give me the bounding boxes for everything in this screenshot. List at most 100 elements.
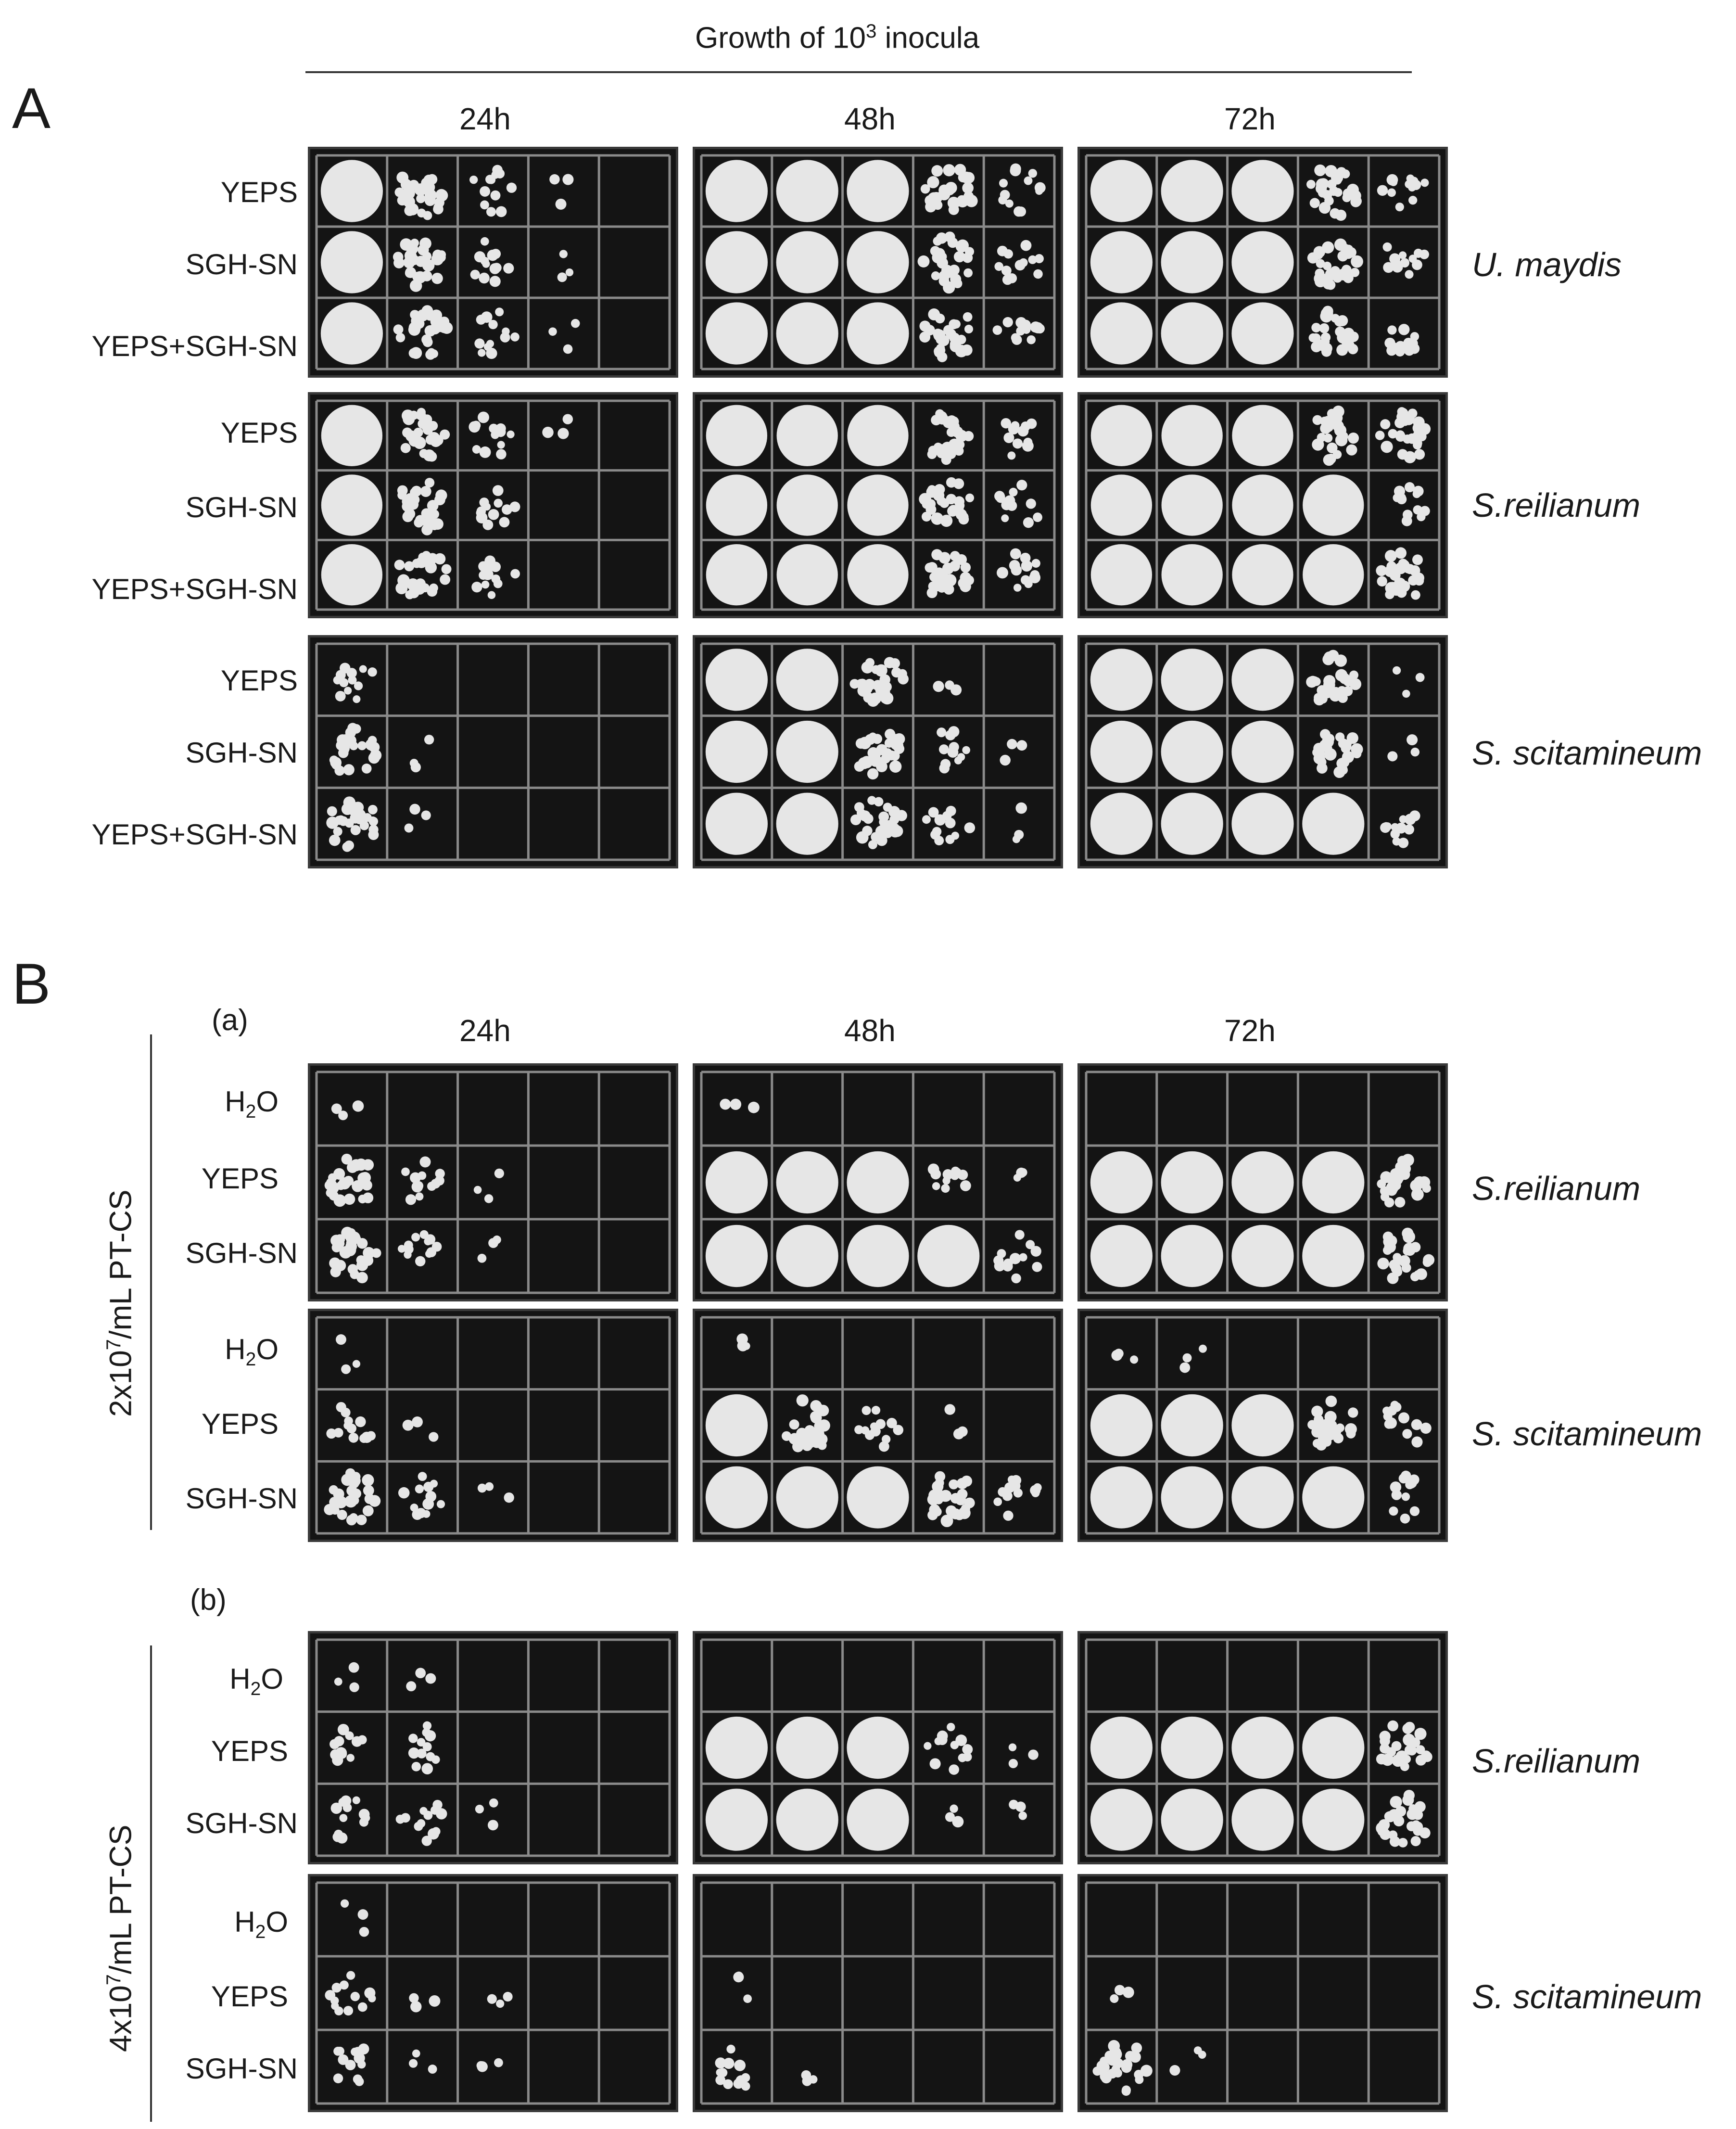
colony bbox=[950, 1493, 961, 1504]
colony bbox=[1405, 1480, 1415, 1490]
colony bbox=[1014, 829, 1024, 840]
colony bbox=[403, 256, 415, 268]
colony bbox=[855, 738, 866, 749]
agar-plate bbox=[693, 635, 1063, 868]
colony bbox=[359, 1172, 371, 1184]
colony bbox=[954, 756, 963, 765]
colony bbox=[411, 1233, 420, 1242]
colony bbox=[338, 2054, 349, 2065]
row-label-yeps: YEPS bbox=[220, 176, 298, 208]
colony bbox=[1410, 747, 1420, 757]
colony bbox=[1320, 332, 1331, 343]
colony bbox=[481, 580, 490, 589]
colony bbox=[1389, 570, 1401, 581]
colony bbox=[423, 1810, 433, 1820]
colony bbox=[1411, 1436, 1423, 1448]
colony bbox=[1024, 579, 1033, 588]
colony bbox=[927, 1163, 939, 1175]
colony-spot bbox=[1090, 1151, 1153, 1214]
colony bbox=[1306, 179, 1316, 189]
colony-spot bbox=[705, 1466, 768, 1529]
colony-spot bbox=[1231, 1224, 1294, 1288]
colony bbox=[395, 332, 405, 343]
colony bbox=[1035, 187, 1043, 195]
colony bbox=[488, 509, 499, 520]
colony bbox=[1016, 1167, 1026, 1178]
colony bbox=[1390, 1481, 1402, 1493]
colony bbox=[933, 329, 946, 342]
colony bbox=[424, 735, 434, 745]
figure-header: Growth of 103 inocula bbox=[695, 21, 979, 53]
colony bbox=[404, 1244, 414, 1254]
colony bbox=[431, 1179, 441, 1189]
agar-plate bbox=[1077, 1063, 1448, 1301]
colony bbox=[1384, 1241, 1396, 1253]
colony bbox=[1402, 1723, 1413, 1734]
h2o-sub: 2 bbox=[245, 1101, 256, 1122]
colony bbox=[1019, 258, 1028, 267]
colony bbox=[1352, 749, 1362, 759]
colony-spot bbox=[1090, 302, 1153, 365]
colony bbox=[1404, 482, 1415, 493]
colony bbox=[965, 493, 975, 502]
colony-spot bbox=[776, 405, 838, 466]
colony-spot bbox=[705, 792, 768, 855]
colony bbox=[1422, 1751, 1432, 1762]
colony bbox=[488, 319, 498, 330]
colony bbox=[431, 1827, 441, 1836]
agar-plate bbox=[693, 1063, 1063, 1301]
colony bbox=[329, 1485, 339, 1495]
colony bbox=[858, 757, 870, 769]
colony bbox=[441, 322, 453, 334]
colony bbox=[1387, 582, 1398, 592]
colony bbox=[402, 496, 413, 507]
colony bbox=[1419, 506, 1430, 516]
colony bbox=[368, 825, 379, 835]
colony bbox=[945, 835, 955, 844]
colony bbox=[1018, 1811, 1027, 1820]
colony bbox=[948, 204, 959, 215]
colony bbox=[1396, 587, 1407, 598]
colony bbox=[331, 1983, 342, 1993]
colony bbox=[506, 182, 517, 193]
colony bbox=[1413, 485, 1424, 497]
colony bbox=[343, 2006, 354, 2016]
colony-spot bbox=[705, 1224, 768, 1288]
colony bbox=[958, 1753, 967, 1762]
colony bbox=[475, 1804, 484, 1814]
colony bbox=[957, 1170, 968, 1180]
colony bbox=[1316, 259, 1325, 268]
colony bbox=[804, 1425, 815, 1436]
colony bbox=[943, 325, 953, 335]
colony bbox=[420, 486, 431, 497]
row-label-sgh-sn: SGH-SN bbox=[185, 1482, 298, 1515]
colony bbox=[326, 1428, 337, 1439]
colony bbox=[330, 1505, 340, 1515]
colony bbox=[393, 252, 404, 262]
colony bbox=[875, 1419, 886, 1429]
colony bbox=[1001, 418, 1012, 429]
colony bbox=[940, 759, 951, 769]
colony bbox=[1169, 2065, 1180, 2076]
colony bbox=[938, 188, 950, 201]
colony bbox=[558, 428, 569, 439]
colony bbox=[1398, 837, 1409, 848]
colony bbox=[346, 1485, 357, 1496]
colony bbox=[1401, 1263, 1411, 1273]
colony bbox=[488, 1238, 498, 1248]
colony bbox=[1408, 1804, 1418, 1813]
colony bbox=[557, 272, 567, 282]
colony-spot bbox=[1231, 1394, 1294, 1457]
colony bbox=[964, 1497, 975, 1508]
colony bbox=[1379, 1821, 1389, 1831]
colony bbox=[359, 1926, 369, 1937]
colony bbox=[1317, 757, 1327, 767]
colony bbox=[1332, 408, 1342, 418]
colony bbox=[352, 1360, 361, 1368]
colony bbox=[402, 511, 414, 523]
colony bbox=[1033, 512, 1042, 523]
colony bbox=[1024, 176, 1033, 185]
colony bbox=[477, 1253, 487, 1263]
colony bbox=[474, 338, 485, 349]
colony-spot bbox=[1090, 405, 1153, 466]
